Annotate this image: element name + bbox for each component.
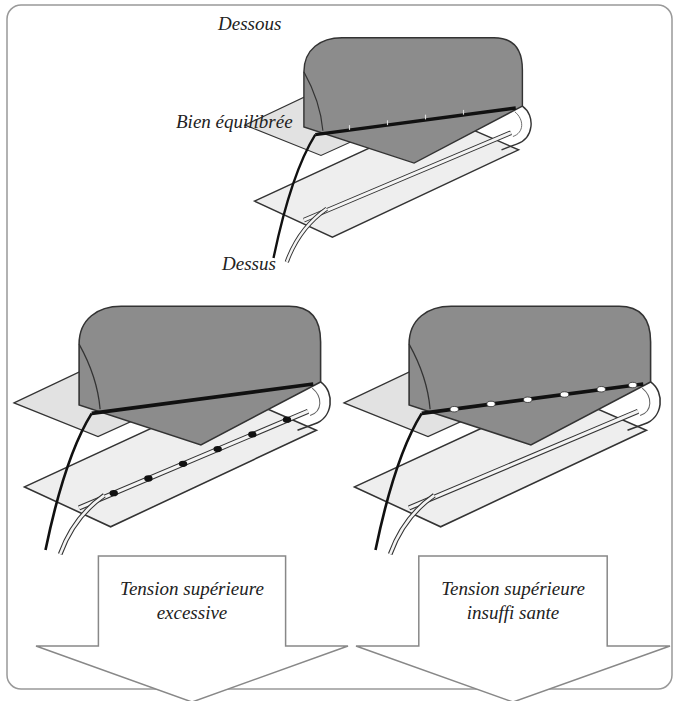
view-label: Bien équilibrée [176,112,293,133]
view-label: Dessous [218,14,281,35]
arrow-shape [356,556,670,701]
arrow-box: Tension supérieure excessive [36,556,348,701]
arrow-text: Tension supérieure excessive [104,577,279,625]
insufficient-sample [344,306,660,554]
balanced-sample [245,38,531,262]
view-label: Dessus [222,254,276,275]
arrow-box: Tension supérieure insuffi sante [356,556,670,701]
arrow-outline [36,556,348,701]
arrow-text: Tension supérieure insuffi sante [425,577,601,625]
excessive-sample [14,306,330,554]
arrow-shape [36,556,348,701]
arrow-outline [356,556,670,701]
